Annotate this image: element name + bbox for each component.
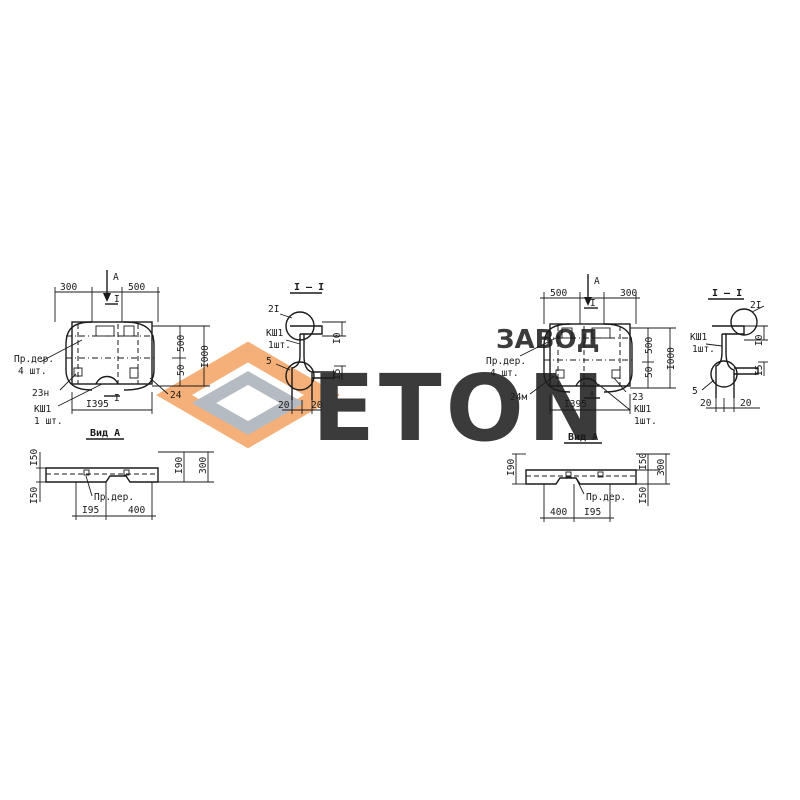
right-view-dim-400: 400	[550, 507, 567, 518]
right-view-dim-150-bot: I50	[638, 487, 649, 504]
right-section-callout-kpp-qty: 1шт.	[692, 344, 715, 355]
left-view-dim-190: I90	[174, 457, 185, 474]
right-section-view: I – I I0 I5 20 20 2I	[690, 288, 768, 412]
right-view-dim-195: I95	[584, 507, 601, 518]
right-plan-dim-bottom: I395	[564, 399, 587, 410]
left-drawing-set: 300 500 А I	[14, 270, 346, 520]
right-plan-view-arrow: А	[594, 276, 600, 287]
right-section-dim-10: I0	[754, 334, 765, 346]
left-view-callout-pr: Пр.дер.	[94, 492, 134, 503]
left-plan-callout-pr-qty: 4 шт.	[18, 366, 47, 377]
left-plan-view-arrow: А	[113, 272, 119, 283]
right-section-callout-21: 2I	[750, 300, 761, 311]
right-plan-view: 500 300 А I	[486, 274, 677, 427]
left-plan-dim-v-lower: 50	[176, 364, 187, 376]
left-section-dim-15: I5	[332, 369, 343, 380]
right-section-callout-kpp: КШ1	[690, 332, 707, 343]
right-plan-dim-left: 500	[550, 288, 567, 299]
right-section-dim-20a: 20	[700, 398, 712, 409]
left-plan-dim-left: 300	[60, 282, 77, 293]
right-view-dim-150-top: I50	[638, 453, 649, 470]
left-plan-dim-right: 500	[128, 282, 145, 293]
right-view-callout-pr: Пр.дер.	[586, 492, 626, 503]
left-view-dim-400: 400	[128, 505, 145, 516]
left-plan-dim-bottom: I395	[86, 399, 109, 410]
left-section-view: I – I I0 I5 20 20	[266, 282, 346, 414]
right-plan-callout-pr: Пр.дер.	[486, 356, 526, 367]
right-plan-callout-23: 23	[632, 392, 643, 403]
right-plan-dim-v-upper: 500	[644, 337, 655, 354]
left-plan-section-mark-top: I	[114, 294, 120, 305]
left-plan-callout-kpp-qty: 1 шт.	[34, 416, 63, 427]
right-section-dim-20b: 20	[740, 398, 752, 409]
left-view-a: Вид А I50 I50 I90 300 I95	[29, 428, 214, 520]
left-section-title: I – I	[294, 282, 324, 293]
left-section-dim-20a: 20	[278, 400, 290, 411]
left-plan-section-mark-bottom: I	[114, 393, 120, 404]
right-view-dim-190: I90	[506, 459, 517, 476]
right-plan-callout-kpp-qty: 1шт.	[634, 416, 657, 427]
right-plan-callout-24: 24м	[510, 392, 527, 403]
left-view-dim-150-top: I50	[29, 449, 40, 466]
right-plan-dim-right: 300	[620, 288, 637, 299]
left-plan-callout-kpp: КШ1	[34, 404, 51, 415]
left-section-callout-kpp-qty: 1шт.	[268, 340, 291, 351]
right-drawing-set: 500 300 А I	[486, 274, 768, 522]
left-section-callout-21: 2I	[268, 304, 279, 315]
left-view-dim-195: I95	[82, 505, 99, 516]
left-view-dim-300: 300	[198, 457, 209, 474]
left-section-dim-20b: 20	[311, 400, 323, 411]
right-section-dim-15: I5	[754, 365, 765, 376]
left-plan-dim-v-total: I000	[200, 345, 211, 368]
left-plan-view: 300 500 А I	[14, 270, 211, 427]
right-plan-dim-v-total: I000	[666, 347, 677, 370]
right-view-dim-300: 300	[656, 459, 667, 476]
left-section-callout-5: 5	[266, 356, 272, 367]
left-plan-callout-23: 23н	[32, 388, 49, 399]
right-section-callout-5: 5	[692, 386, 698, 397]
right-view-a: Вид А I90 I50 300 I50 400	[506, 432, 670, 522]
left-plan-callout-pr: Пр.дер.	[14, 354, 54, 365]
right-plan-dim-arrow-a: А	[590, 390, 595, 398]
left-plan-dim-v-upper: 500	[176, 335, 187, 352]
right-plan-dim-v-lower: 50	[644, 366, 655, 378]
watermark-logo-icon	[156, 341, 340, 449]
right-section-title: I – I	[712, 288, 742, 299]
left-section-dim-10: I0	[332, 332, 343, 344]
watermark-prefix: ЗАВОД	[496, 325, 600, 355]
left-view-title: Вид А	[90, 428, 120, 439]
left-plan-callout-24: 24	[170, 390, 182, 401]
left-view-dim-150-bot: I50	[29, 487, 40, 504]
right-view-title: Вид А	[568, 432, 598, 443]
right-plan-callout-pr-qty: 4 шт.	[490, 368, 519, 379]
right-plan-callout-kpp: КШ1	[634, 404, 651, 415]
left-section-callout-kpp: КШ1	[266, 328, 283, 339]
right-plan-section-mark-top: I	[590, 298, 596, 309]
watermark: ЗАВОД ETON	[156, 325, 605, 462]
